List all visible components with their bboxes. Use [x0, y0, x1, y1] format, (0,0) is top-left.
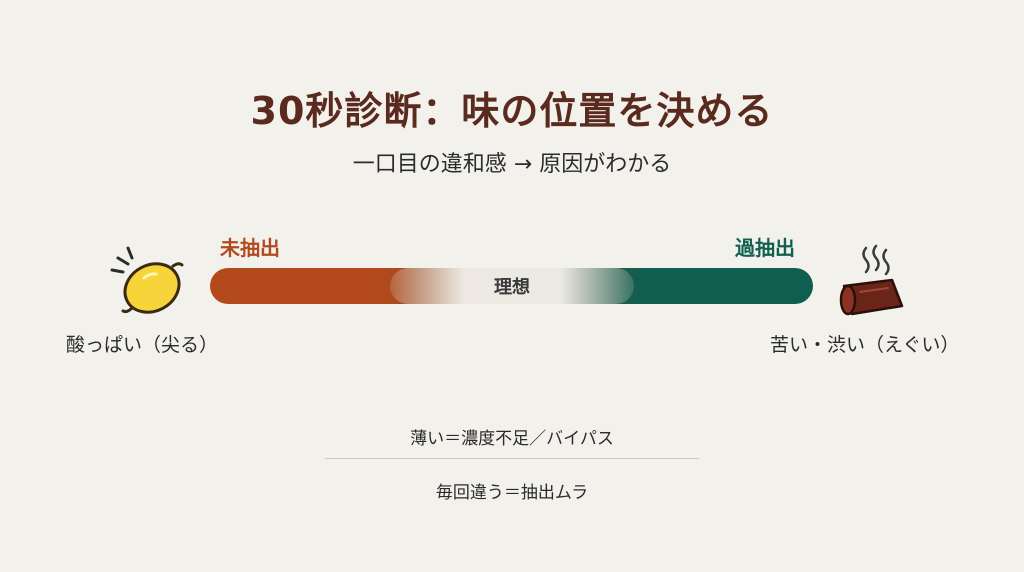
ideal-zone: 理想 — [390, 268, 634, 304]
lemon-icon — [110, 246, 184, 314]
under-extraction-label: 未抽出 — [220, 236, 280, 260]
burnt-coffee-icon — [839, 244, 904, 316]
note-weak: 薄い＝濃度不足／バイパス — [410, 429, 614, 449]
note-inconsistent: 毎回違う＝抽出ムラ — [435, 483, 589, 503]
bitter-description: 苦い・渋い（えぐい） — [770, 334, 960, 356]
ideal-zone-label: 理想 — [494, 277, 530, 298]
over-extraction-label: 過抽出 — [735, 236, 795, 260]
page-title: 30秒診断：味の位置を決める — [250, 89, 774, 133]
divider — [325, 458, 699, 459]
sour-description: 酸っぱい（尖る） — [66, 334, 219, 356]
page-subtitle: 一口目の違和感 → 原因がわかる — [352, 152, 672, 177]
